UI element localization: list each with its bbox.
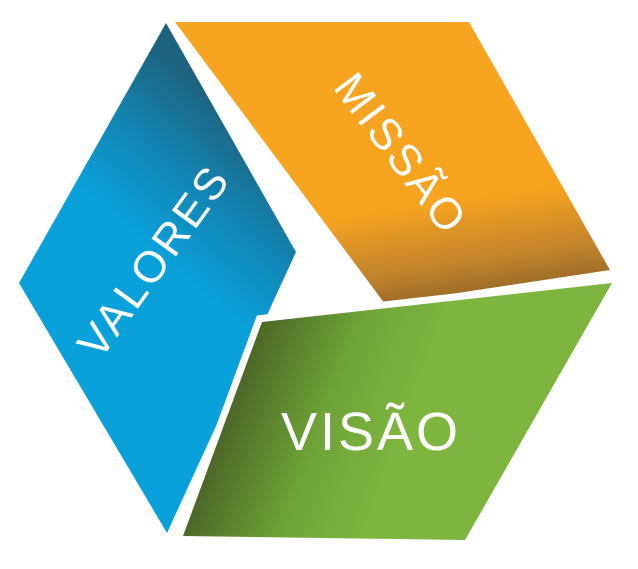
missao-panel xyxy=(175,22,610,304)
valores-panel xyxy=(19,23,296,533)
visao-label: VISÃO xyxy=(281,402,461,462)
visao-panel xyxy=(183,283,612,540)
